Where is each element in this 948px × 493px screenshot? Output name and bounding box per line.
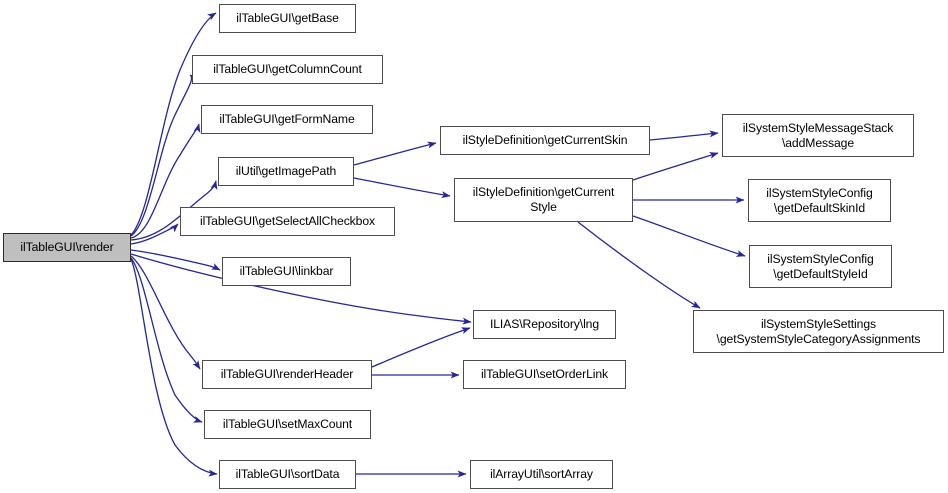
call-edge-render-to-getSelectAll (130, 223, 179, 245)
node-render[interactable]: ilTableGUI\render (3, 233, 131, 262)
node-addMessage[interactable]: ilSystemStyleMessageStack \addMessage (722, 114, 914, 157)
node-lng[interactable]: ILIAS\Repository\lng (473, 310, 616, 339)
call-edge-getCurrentStyle-to-getDefaultStyleId (632, 215, 746, 257)
node-getImagePath[interactable]: ilUtil\getImagePath (218, 157, 354, 186)
call-edge-getCurrentStyle-to-categoryAssign (577, 221, 701, 309)
node-sortData[interactable]: ilTableGUI\sortData (219, 460, 356, 489)
call-edge-getImagePath-to-getCurrentSkin (353, 141, 437, 166)
call-edge-render-to-linkbar (130, 249, 221, 271)
call-edge-getImagePath-to-getCurrentStyle (353, 177, 451, 199)
node-setMaxCount[interactable]: ilTableGUI\setMaxCount (204, 410, 371, 439)
node-getDefaultStyleId[interactable]: ilSystemStyleConfig \getDefaultStyleId (749, 245, 892, 288)
node-getCurrentStyle[interactable]: ilStyleDefinition\getCurrent Style (454, 178, 633, 222)
node-categoryAssign[interactable]: ilSystemStyleSettings \getSystemStyleCat… (693, 310, 944, 353)
node-getCurrentSkin[interactable]: ilStyleDefinition\getCurrentSkin (440, 126, 650, 155)
node-linkbar[interactable]: ilTableGUI\linkbar (222, 257, 351, 286)
call-edge-render-to-renderHeader (130, 255, 201, 370)
call-edge-getCurrentSkin-to-addMessage (649, 130, 719, 141)
node-sortArray[interactable]: ilArrayUtil\sortArray (470, 460, 613, 489)
node-setOrderLink[interactable]: ilTableGUI\setOrderLink (463, 360, 626, 389)
node-getColumnCount[interactable]: ilTableGUI\getColumnCount (192, 55, 383, 84)
node-getFormName[interactable]: ilTableGUI\getFormName (201, 105, 373, 134)
call-edge-renderHeader-to-lng (371, 327, 471, 368)
call-edge-render-to-setMaxCount (130, 257, 203, 423)
node-getBase[interactable]: ilTableGUI\getBase (219, 4, 356, 33)
node-renderHeader[interactable]: ilTableGUI\renderHeader (202, 360, 372, 389)
node-getDefaultSkinId[interactable]: ilSystemStyleConfig \getDefaultSkinId (748, 179, 891, 222)
call-edge-getCurrentStyle-to-addMessage (632, 152, 719, 181)
node-getSelectAll[interactable]: ilTableGUI\getSelectAllCheckbox (180, 207, 395, 236)
